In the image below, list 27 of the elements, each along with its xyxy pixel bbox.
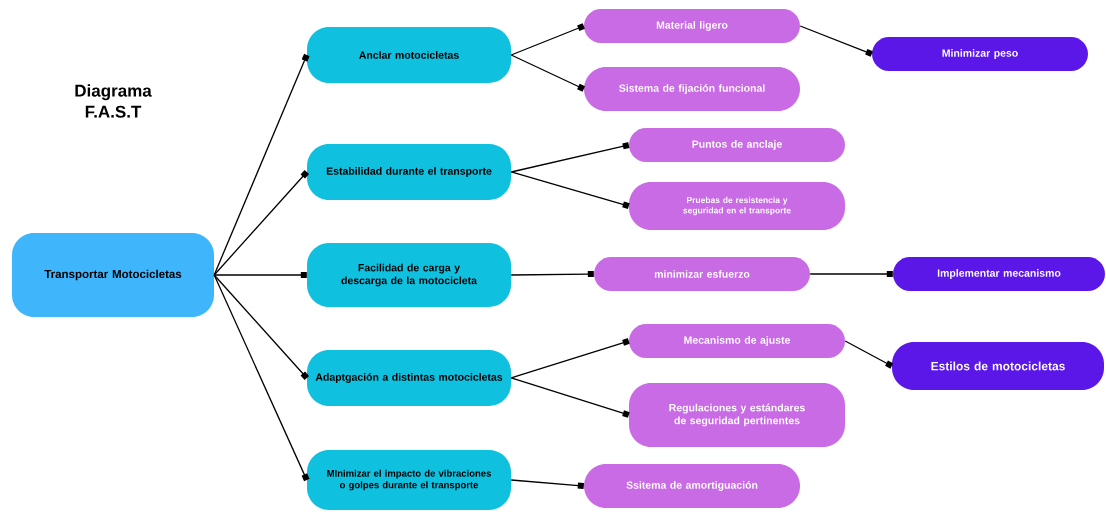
subfunction-box: Sistema de fijación funcional [584,67,800,111]
subfunction-box: minimizar esfuerzo [594,257,810,291]
subfunction-box: Material ligero [584,9,800,43]
function-box: MInimizar el impacto de vibraciones o golpes durante el transporte [307,450,511,510]
connector [510,142,630,173]
main-function-box: Transportar Motocicletas [12,233,214,317]
connector [799,25,873,57]
connector [510,171,630,209]
subfunction-box: Puntos de anclaje [629,128,845,162]
connector [809,271,893,277]
subfunction-box: Regulaciones y estándares de seguridad pertinentes [629,383,845,447]
subfunction-box: Estilos de motocicletas [892,342,1104,390]
function-box: Facilidad de carga y descarga de la motocicleta [307,243,511,307]
subfunction-box: Mecanismo de ajuste [629,324,845,358]
subfunction-box: Minimizar peso [872,37,1088,71]
subfunction-box: Implementar mecanismo [893,257,1105,291]
connector [510,377,630,418]
function-box: Anclar motocicletas [307,27,511,83]
subfunction-box: Ssitema de amortiguación [584,464,800,508]
function-box: Estabilidad durante el transporte [307,144,511,200]
connector [510,338,630,379]
subfunction-box: Pruebas de resistencia y seguridad en el transporte [629,182,845,230]
connector [510,23,585,56]
connector [510,271,594,278]
function-box: Adaptgación a distintas motocicletas [307,350,511,406]
diagram-title: Diagrama F.A.S.T [75,84,152,118]
connector [213,272,307,278]
